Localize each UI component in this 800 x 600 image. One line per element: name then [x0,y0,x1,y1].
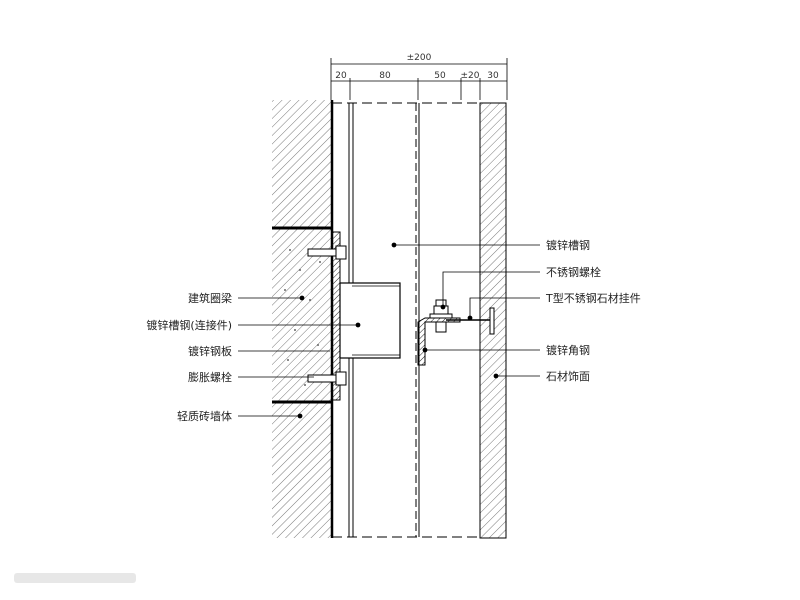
dim-seg: 50 [434,71,446,81]
label-connector-channel: 镀锌槽钢(连接件) [146,318,232,332]
concrete-dots [284,249,321,386]
label-stone-cladding: 石材饰面 [546,369,590,383]
label-steel-plate: 镀锌钢板 [188,344,232,358]
dim-seg: 30 [487,71,499,81]
expansion-bolt-icon [307,245,347,260]
label-brick-wall: 轻质砖墙体 [177,409,232,423]
leaders-left [238,295,361,419]
label-galvanized-angle: 镀锌角钢 [546,343,590,357]
masonry-wall [272,100,332,538]
leaders-right [391,242,540,379]
dimension-lines [330,58,508,100]
dim-total: ±200 [407,53,432,63]
label-t-hanger: T型不锈钢石材挂件 [545,291,641,305]
label-galvanized-channel: 镀锌槽钢 [546,238,590,252]
connector-channel [339,282,401,359]
expansion-bolt-icon [307,371,347,386]
dim-seg: 80 [379,71,391,81]
label-expansion-bolt: 膨胀螺栓 [188,370,232,384]
label-ring-beam: 建筑圈梁 [188,291,232,305]
watermark [14,573,136,583]
dim-seg: 20 [335,71,347,81]
dim-seg: ±20 [461,71,480,81]
label-stainless-bolt: 不锈钢螺栓 [546,265,601,279]
stainless-bolt-icon [429,299,453,333]
